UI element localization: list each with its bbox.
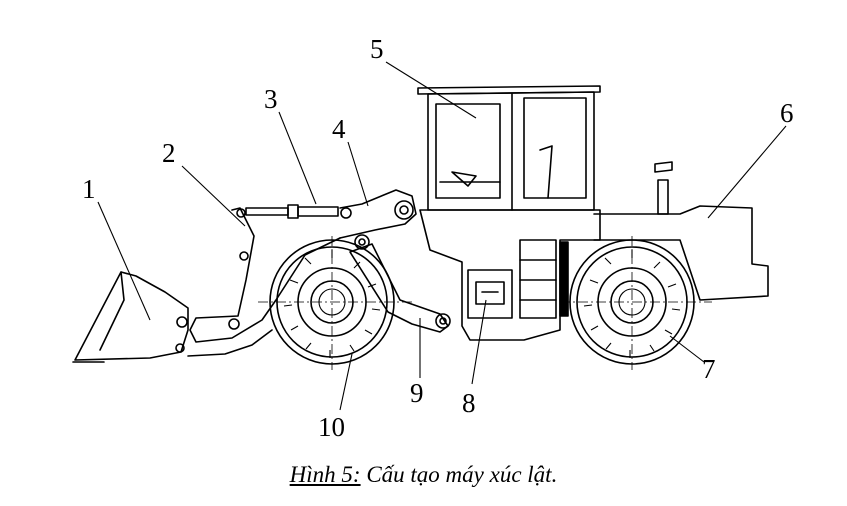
label-8: 8 — [462, 388, 476, 418]
transmission — [467, 269, 513, 319]
label-4: 4 — [332, 114, 346, 144]
chassis — [419, 209, 601, 341]
bucket — [72, 271, 189, 363]
leader-lines — [97, 61, 787, 411]
lift-arm — [187, 189, 417, 357]
rear-wheel — [560, 236, 712, 370]
label-6: 6 — [780, 98, 794, 128]
engine-hood — [593, 161, 769, 301]
figure-caption: Hình 5: Cấu tạo máy xúc lật. — [0, 462, 847, 488]
front-wheel — [258, 236, 412, 370]
label-1: 1 — [82, 174, 96, 204]
part-labels: 1 2 3 4 5 6 7 8 9 10 — [82, 34, 794, 442]
label-2: 2 — [162, 138, 176, 168]
lift-cylinder — [245, 204, 339, 219]
tilt-rocker — [340, 200, 451, 333]
caption-text: Cấu tạo máy xúc lật. — [366, 462, 558, 487]
label-10: 10 — [318, 412, 345, 442]
caption-label: Hình 5: — [289, 462, 361, 487]
label-3: 3 — [264, 84, 278, 114]
cab — [417, 85, 601, 211]
label-5: 5 — [370, 34, 384, 64]
label-7: 7 — [702, 354, 716, 384]
label-9: 9 — [410, 378, 424, 408]
